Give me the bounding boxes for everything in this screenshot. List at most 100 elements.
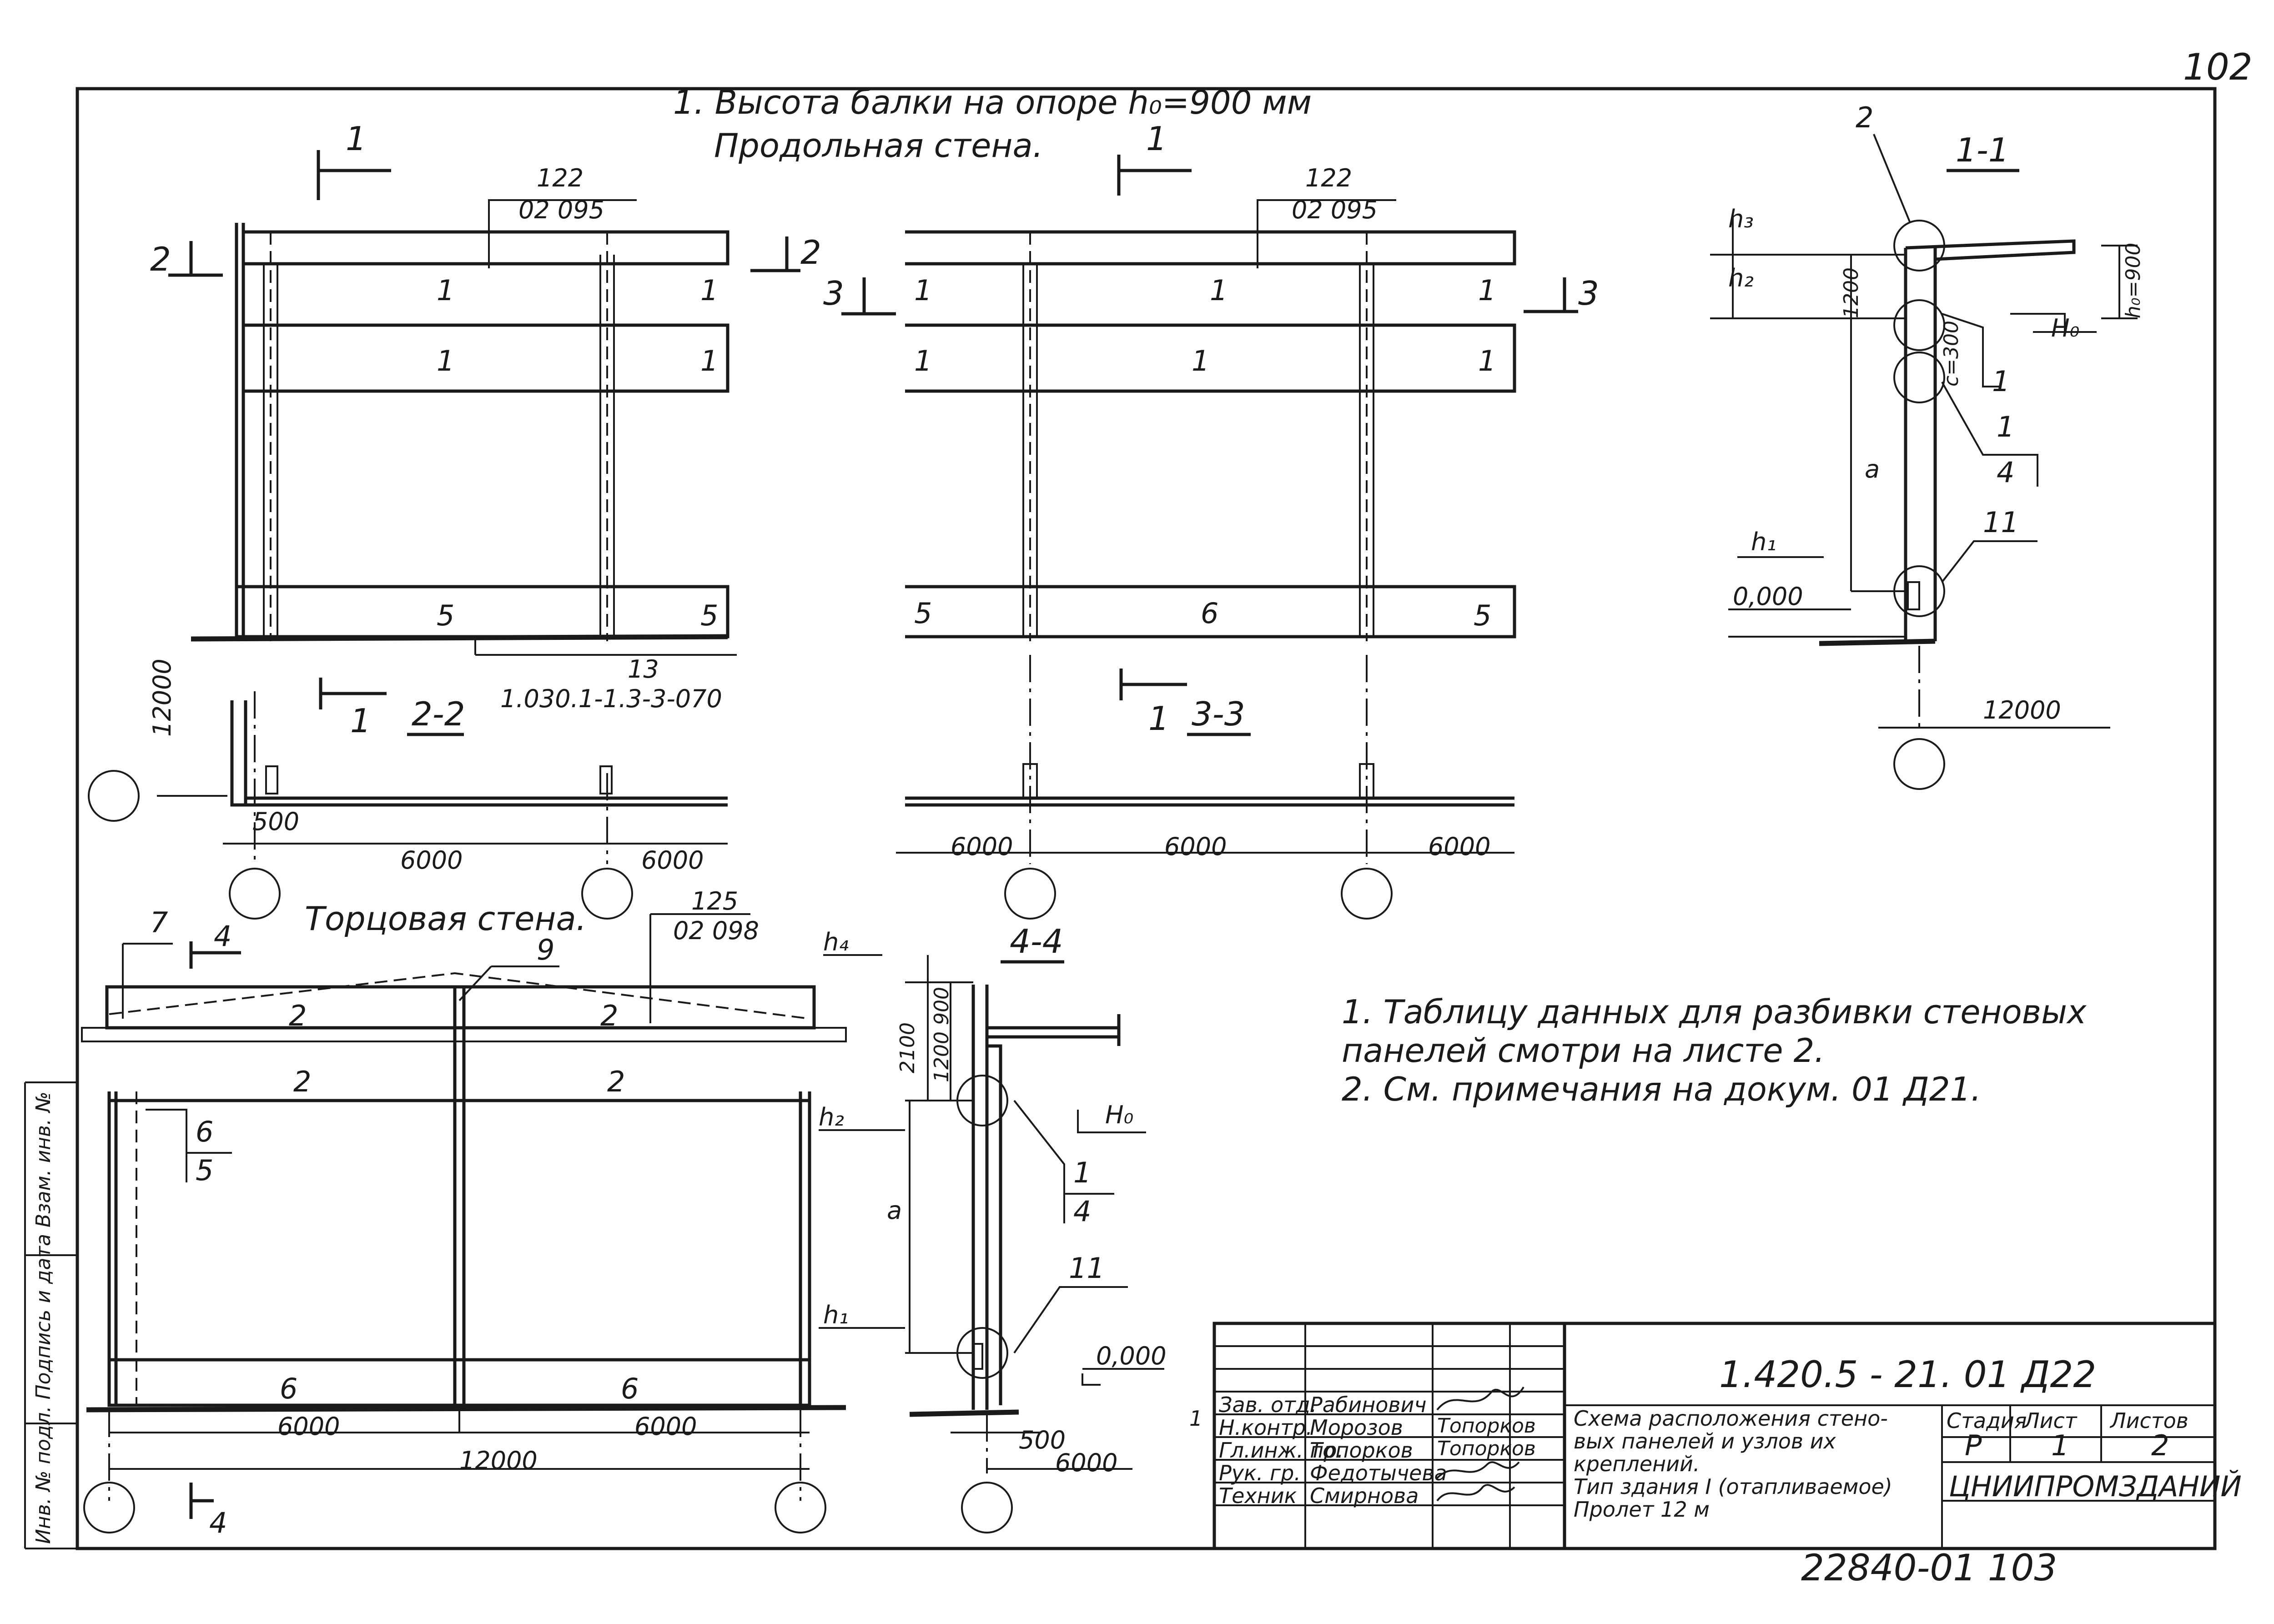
sheet-value: 1 [2051, 1429, 2069, 1462]
axis-bubble [961, 1482, 1013, 1533]
svg-text:3: 3 [823, 274, 844, 312]
desc-line-5: Пролет 12 м [1574, 1497, 1710, 1522]
sign-2: Топорков [1437, 1437, 1536, 1460]
longitudinal-wall-elevation-right [905, 218, 1516, 641]
cut-mark-4-top: 4 [189, 920, 241, 969]
svg-text:0,000: 0,000 [1096, 1342, 1167, 1370]
drawing-frame [24, 87, 2217, 1550]
organization: ЦНИИПРОМЗДАНИЙ [1949, 1469, 2242, 1503]
panel-mark-5: 5 [914, 597, 932, 630]
svg-text:4: 4 [214, 920, 231, 953]
svg-text:125: 125 [691, 887, 738, 915]
panel-mark-5: 5 [1474, 599, 1491, 632]
axis-bubble [1341, 868, 1393, 920]
axis-bubble [775, 1482, 826, 1533]
svg-text:a: a [1865, 455, 1880, 483]
panel-mark-2: 2 [600, 999, 618, 1032]
svg-text:H₀: H₀ [1105, 1101, 1133, 1129]
panel-mark-1: 1 [437, 274, 454, 307]
svg-text:500: 500 [1019, 1426, 1066, 1454]
cut-mark-3-right: 3 [1524, 274, 1599, 313]
axis-bubble [229, 868, 281, 920]
svg-text:6000: 6000 [1055, 1448, 1117, 1477]
svg-text:2: 2 [800, 233, 821, 272]
axis-bubble [1893, 738, 1945, 790]
side-stamp: Инв. № подл. Подпись и дата Взам. инв. № [32, 1091, 55, 1544]
panel-mark-2: 2 [607, 1065, 625, 1098]
section-1-1: 1-1 2 h₃ h₂ a h₁ 0,000 H₀ 1 1 4 11 12000 [1710, 101, 2138, 732]
svg-text:4: 4 [209, 1506, 227, 1539]
name-1: Морозов [1310, 1415, 1403, 1440]
panel-mark-6: 6 [1201, 597, 1218, 630]
dim-6000: 6000 [277, 1412, 340, 1441]
end-wall-elevation [81, 969, 847, 1501]
svg-text:13: 13 [628, 655, 659, 684]
longitudinal-wall-title: Продольная стена. [714, 126, 1043, 165]
panel-mark-5: 5 [700, 599, 718, 632]
svg-text:3-3: 3-3 [1192, 695, 1245, 733]
ref-122-right: 122 02 095 [1257, 164, 1396, 224]
svg-text:6000: 6000 [1164, 832, 1227, 861]
svg-text:500: 500 [252, 807, 299, 836]
section-4-4: 4-4 h₄ h₂ a h₁ 1 4 11 H₀ 0,000 500 6000 [819, 922, 1167, 1477]
svg-text:h₄: h₄ [823, 928, 849, 956]
svg-text:1.030.1-1.3-3-070: 1.030.1-1.3-3-070 [500, 684, 722, 713]
svg-text:6000: 6000 [951, 832, 1013, 861]
name-3: Федотычева [1310, 1461, 1447, 1485]
cut-mark-3-left: 3 [823, 274, 896, 316]
svg-text:02 098: 02 098 [673, 916, 759, 945]
dim-12000-vertical: 12000 [148, 659, 176, 737]
dim-6000: 6000 [634, 1412, 697, 1441]
svg-text:2: 2 [1856, 101, 1873, 134]
dim-2100-vert: 2100 [896, 1022, 919, 1073]
note-right-1: 1. Таблицу данных для разбивки стеновых [1342, 993, 2087, 1031]
role-1: Н.контр. [1219, 1415, 1313, 1440]
svg-text:1: 1 [1997, 410, 2014, 443]
cut-mark-1-left: 1 [317, 120, 391, 200]
name-4: Смирнова [1310, 1483, 1419, 1508]
end-wall-title: Торцовая стена. [305, 900, 586, 938]
desc-line-1: Схема расположения стено- [1574, 1406, 1888, 1431]
panel-mark-6: 6 [280, 1372, 297, 1405]
axis-bubble [1004, 868, 1056, 920]
svg-text:6000: 6000 [641, 846, 704, 875]
svg-text:2-2: 2-2 [412, 695, 465, 733]
svg-text:02 095: 02 095 [518, 196, 604, 224]
cut-mark-2-left: 2 [150, 240, 223, 278]
ref-13-leader: 13 1.030.1-1.3-3-070 [475, 654, 737, 713]
svg-text:1: 1 [1073, 1156, 1091, 1189]
dim-1200-900-vert: 1200 900 [930, 987, 953, 1082]
axis-bubble [581, 868, 633, 920]
stage-label: Стадия [1947, 1408, 2027, 1433]
signature-marks [1436, 1386, 1524, 1502]
leader-7: 7 [122, 906, 173, 1019]
svg-text:4-4: 4-4 [1010, 922, 1063, 960]
svg-text:a: a [887, 1196, 902, 1225]
svg-text:12000: 12000 [1983, 696, 2061, 724]
axis-bubble [83, 1482, 135, 1533]
leader-6-5: 6 5 [146, 1109, 232, 1187]
svg-text:11: 11 [1983, 506, 2019, 539]
sheets-label: Листов [2109, 1408, 2188, 1433]
svg-text:122: 122 [1305, 164, 1352, 192]
cut-mark-1-right: 1 [1117, 120, 1192, 196]
panel-mark-1: 1 [1210, 274, 1228, 307]
svg-text:02 095: 02 095 [1292, 196, 1378, 224]
plan-3-3: 6000 6000 6000 [896, 655, 1514, 864]
svg-text:1: 1 [350, 702, 371, 740]
desc-line-4: Тип здания I (отапливаемое) [1574, 1474, 1892, 1499]
svg-text:1-1: 1-1 [1956, 131, 2009, 169]
panel-mark-2: 2 [289, 999, 307, 1032]
svg-text:11: 11 [1069, 1252, 1105, 1285]
name-2: Топорков [1310, 1438, 1413, 1463]
role-0: Зав. отд. [1219, 1393, 1317, 1417]
svg-text:h₃: h₃ [1728, 205, 1754, 233]
rev-mark: 1 [1189, 1406, 1202, 1431]
svg-text:h₂: h₂ [819, 1103, 844, 1131]
sheet-label: Лист [2023, 1408, 2078, 1433]
ref-125: 125 02 098 [649, 887, 759, 969]
axis-bubble [88, 770, 140, 822]
svg-text:h₁: h₁ [823, 1301, 849, 1329]
svg-text:9: 9 [537, 933, 554, 966]
